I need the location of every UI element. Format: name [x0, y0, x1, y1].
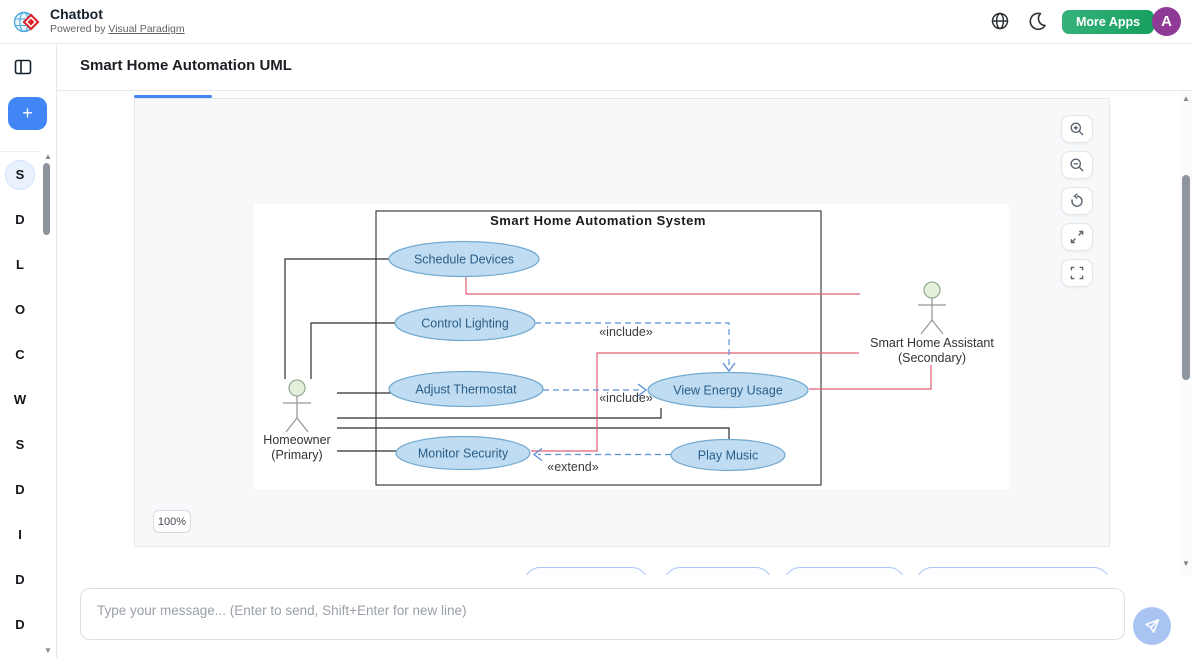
sidebar-scroll-up-icon[interactable]: ▲: [44, 152, 52, 161]
diagram-zoom-toolbar: [1061, 115, 1093, 295]
dependency-lines: [535, 322, 730, 456]
sidebar-toggle-icon[interactable]: [12, 56, 34, 78]
sidebar: + S D L O C W S D I D D ▲ ▼: [0, 44, 57, 658]
suggestion-pill[interactable]: [784, 567, 905, 575]
conversation-initial: S: [6, 160, 34, 189]
system-title: Smart Home Automation System: [490, 213, 706, 228]
powered-by-text: Powered by: [50, 23, 106, 35]
dependency-arrowheads: [532, 362, 736, 462]
zoom-in-button[interactable]: [1061, 115, 1093, 143]
use-case-label: Monitor Security: [418, 447, 509, 461]
stereotype-include-top: «include»: [599, 325, 653, 339]
zoom-out-button[interactable]: [1061, 151, 1093, 179]
user-avatar[interactable]: A: [1152, 7, 1181, 36]
visual-paradigm-link[interactable]: Visual Paradigm: [108, 23, 185, 35]
stereotype-extend: «extend»: [547, 460, 598, 474]
send-button[interactable]: [1133, 607, 1171, 645]
conversation-item[interactable]: D: [0, 602, 40, 647]
zoom-level-badge: 100%: [153, 510, 191, 533]
app-header: Chatbot Powered by Visual Paradigm More …: [0, 0, 1192, 44]
page-title: Smart Home Automation UML: [80, 57, 292, 74]
chat-content-area: Smart Home Automation System: [57, 91, 1180, 575]
uml-diagram-canvas[interactable]: Smart Home Automation System: [254, 204, 1009, 489]
suggestion-pill[interactable]: [916, 567, 1110, 575]
use-case-view-energy-usage[interactable]: View Energy Usage: [647, 371, 809, 409]
suggestion-pill[interactable]: [524, 567, 648, 575]
conversation-initial: O: [14, 302, 26, 317]
actor-role: (Primary): [271, 448, 322, 462]
brand-block: Chatbot Powered by Visual Paradigm: [50, 6, 185, 36]
conversation-initial: D: [15, 572, 25, 587]
system-boundary: [375, 210, 822, 486]
conversation-initial: D: [15, 212, 25, 227]
conversation-initial: L: [16, 257, 24, 272]
use-case-label: Adjust Thermostat: [415, 383, 517, 397]
new-chat-button[interactable]: +: [8, 97, 47, 130]
app-title: Chatbot: [50, 6, 103, 22]
reset-view-button[interactable]: [1061, 187, 1093, 215]
more-apps-button[interactable]: More Apps: [1062, 10, 1155, 34]
active-tab-indicator: [134, 95, 212, 98]
use-case-label: Schedule Devices: [414, 253, 514, 267]
use-case-monitor-security[interactable]: Monitor Security: [395, 435, 531, 471]
conversation-item[interactable]: S: [0, 152, 40, 197]
paper-plane-icon: [1145, 619, 1160, 634]
diagram-panel: Smart Home Automation System: [134, 98, 1110, 547]
conversation-item[interactable]: W: [0, 377, 40, 422]
sidebar-scroll-down-icon[interactable]: ▼: [44, 646, 52, 655]
powered-by: Powered by Visual Paradigm: [50, 23, 185, 36]
conversation-item[interactable]: D: [0, 467, 40, 512]
fit-screen-button[interactable]: [1061, 223, 1093, 251]
actor-name: Smart Home Assistant: [870, 336, 994, 350]
secondary-actor-links: [465, 276, 932, 452]
use-case-label: Control Lighting: [421, 317, 509, 331]
use-case-label: View Energy Usage: [673, 384, 783, 398]
fullscreen-button[interactable]: [1061, 259, 1093, 287]
conversation-initial: S: [15, 437, 25, 452]
use-case-play-music[interactable]: Play Music: [670, 438, 786, 472]
conversation-initial: D: [15, 617, 25, 632]
message-composer: [57, 575, 1192, 658]
conversation-item[interactable]: D: [0, 197, 40, 242]
conversation-item[interactable]: S: [0, 422, 40, 467]
stereotype-include-mid: «include»: [599, 391, 653, 405]
use-case-control-lighting[interactable]: Control Lighting: [394, 304, 536, 342]
actor-homeowner[interactable]: Homeowner (Primary): [263, 379, 331, 462]
association-lines: [284, 258, 730, 452]
message-input[interactable]: [80, 588, 1125, 640]
actor-smart-home-assistant[interactable]: Smart Home Assistant (Secondary): [870, 281, 994, 365]
content-scroll-up-icon[interactable]: ▲: [1182, 94, 1190, 103]
content-scrollbar: ▲ ▼: [1180, 91, 1192, 575]
plus-icon: +: [22, 103, 33, 123]
visual-paradigm-logo-icon: [13, 8, 41, 36]
conversation-list: S D L O C W S D I D D: [0, 151, 40, 647]
page-title-bar: Smart Home Automation UML: [57, 44, 1192, 91]
language-globe-icon[interactable]: [989, 10, 1011, 32]
conversation-item[interactable]: I: [0, 512, 40, 557]
conversation-item[interactable]: O: [0, 287, 40, 332]
actor-role: (Secondary): [898, 351, 966, 365]
conversation-item[interactable]: L: [0, 242, 40, 287]
sidebar-scrollbar-thumb[interactable]: [43, 163, 50, 235]
conversation-initial: I: [18, 527, 22, 542]
conversation-item[interactable]: D: [0, 557, 40, 602]
use-case-label: Play Music: [698, 449, 758, 463]
use-case-schedule-devices[interactable]: Schedule Devices: [388, 240, 540, 278]
conversation-initial: C: [15, 347, 25, 362]
conversation-initial: D: [15, 482, 25, 497]
content-scrollbar-thumb[interactable]: [1182, 175, 1190, 380]
actor-name: Homeowner: [263, 433, 330, 447]
suggestion-pill[interactable]: [664, 567, 772, 575]
conversation-initial: W: [13, 392, 27, 407]
conversation-item[interactable]: C: [0, 332, 40, 377]
content-scroll-down-icon[interactable]: ▼: [1182, 559, 1190, 568]
dark-mode-moon-icon[interactable]: [1026, 10, 1048, 32]
use-case-adjust-thermostat[interactable]: Adjust Thermostat: [388, 370, 544, 408]
